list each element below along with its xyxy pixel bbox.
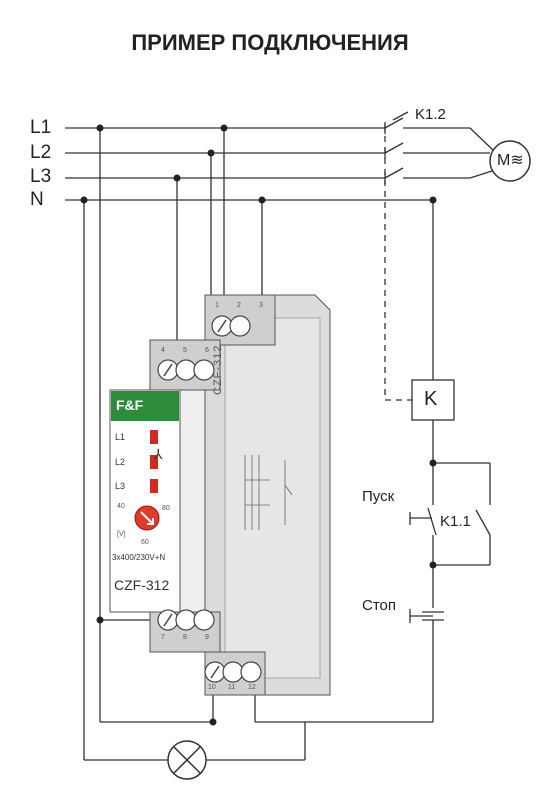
hold-contact-label: K1.1 <box>440 513 471 530</box>
terminal-3: 3 <box>259 302 263 309</box>
coil-label: K <box>424 388 438 410</box>
control-circuit <box>409 200 491 722</box>
indicator-l3-led <box>150 479 158 493</box>
terminal-2: 2 <box>237 302 241 309</box>
device-logo: F&F <box>116 397 144 413</box>
motor-label: M≋ <box>497 152 524 169</box>
terminal-10: 10 <box>208 684 216 691</box>
terminal-9: 9 <box>205 634 209 641</box>
terminal-4: 4 <box>161 347 165 354</box>
device-model-front: CZF-312 <box>114 577 170 593</box>
junction-dots <box>80 124 437 726</box>
device-rating: 3x400/230V+N <box>112 553 166 562</box>
indicator-l1-label: L1 <box>115 432 126 442</box>
relay-device <box>109 294 331 696</box>
dial-value-40: 40 <box>117 503 125 510</box>
line-label-n: N <box>30 189 44 210</box>
terminal-11: 11 <box>228 684 236 691</box>
coil-box <box>411 379 455 421</box>
terminal-5: 5 <box>183 347 187 354</box>
supply-lines <box>65 127 496 201</box>
side-schematic <box>244 455 293 530</box>
indicator-l2-label: L2 <box>115 457 126 467</box>
terminal-6: 6 <box>205 347 209 354</box>
indicator-l3-label: L3 <box>115 481 126 491</box>
start-button-label: Пуск <box>362 488 395 505</box>
stop-button-label: Стоп <box>362 597 396 614</box>
indicator-l1-led <box>150 430 158 444</box>
line-label-l3: L3 <box>30 166 52 187</box>
indicator-l2-led <box>150 455 158 469</box>
lamp-symbol <box>167 740 207 780</box>
dial-unit: [V] <box>117 531 126 538</box>
dial-value-80: 80 <box>162 505 170 512</box>
contactor-k12-label: K1.2 <box>415 106 446 123</box>
terminal-8: 8 <box>183 634 187 641</box>
terminal-1: 1 <box>215 302 219 309</box>
terminal-7: 7 <box>161 634 165 641</box>
phase-symbol-icon: ⅄ <box>154 446 163 462</box>
contactor-k12-contacts <box>384 111 409 184</box>
motor-symbol <box>489 140 531 182</box>
dial-value-60: 60 <box>141 539 149 546</box>
line-label-l1: L1 <box>30 117 52 138</box>
device-model-side: CZF-312 <box>212 344 224 395</box>
line-label-l2: L2 <box>30 142 52 163</box>
terminal-12: 12 <box>248 684 256 691</box>
page-title: ПРИМЕР ПОДКЛЮЧЕНИЯ <box>131 30 409 55</box>
